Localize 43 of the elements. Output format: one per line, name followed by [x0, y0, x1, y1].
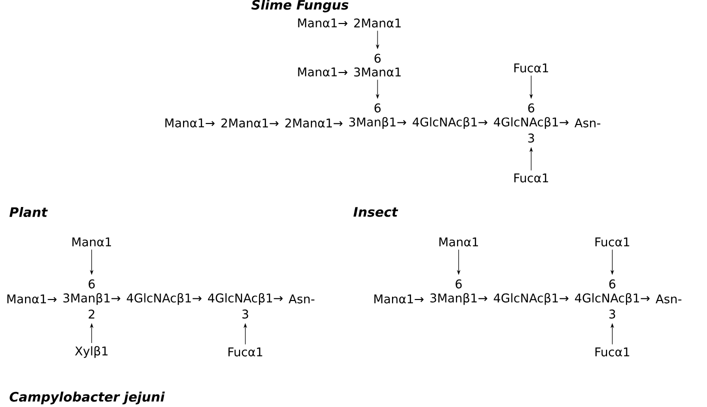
residue-label: Manα1→	[298, 18, 348, 28]
linkage-number: 6	[526, 102, 536, 114]
residue-label: 2Manα1→	[221, 118, 278, 128]
linkage-number: 6	[86, 278, 96, 290]
residue-label: Fucα1	[514, 64, 548, 72]
residue-label: 3Manβ1→	[349, 117, 406, 129]
linkage-number: 2	[86, 308, 96, 320]
residue-label: 4GlcNAcβ1→	[494, 117, 568, 129]
residue-label: 4GlcNAcβ1→	[126, 293, 202, 305]
linkage-number: 6	[372, 102, 382, 114]
residue-label: 2Manα1	[354, 18, 401, 28]
linkage-number: 3	[526, 132, 536, 144]
residue-label: 3Manα1	[354, 67, 401, 77]
residue-label: Manα1→	[165, 118, 215, 128]
residue-label: 4GlcNAcβ1→	[208, 293, 283, 305]
section-heading: Slime Fungus	[251, 0, 348, 12]
residue-label: Manα1→	[7, 294, 57, 304]
linkage-number: 6	[372, 52, 382, 64]
residue-label: Manα1→	[298, 68, 348, 76]
residue-label: 4GlcNAcβ1→	[412, 117, 488, 129]
residue-label: Fucα1	[595, 348, 630, 356]
linkage-number: 6	[454, 278, 464, 290]
residue-label: Fucα1	[228, 348, 262, 356]
residue-label: 2Manα1→	[285, 118, 342, 128]
residue-label: Asn-	[574, 118, 600, 128]
residue-label: Asn-	[288, 294, 314, 304]
linkage-number: 6	[607, 278, 618, 290]
section-heading: Insect	[353, 207, 398, 217]
residue-label: Xylβ1	[75, 346, 108, 358]
linkage-number: 3	[607, 308, 618, 320]
residue-label: 3Manβ1→	[63, 293, 120, 305]
linkage-number: 3	[240, 308, 250, 320]
section-heading: Campylobacter jejuni	[10, 392, 165, 404]
section-heading: Plant	[9, 206, 48, 218]
residue-label: Manα1	[439, 238, 478, 246]
residue-label: Fucα1	[514, 174, 548, 182]
residue-label: 4GlcNAcβ1→	[574, 293, 650, 305]
residue-label: 4GlcNAcβ1→	[494, 293, 568, 305]
residue-label: Manα1	[72, 238, 111, 246]
residue-label: Manα1→	[374, 294, 424, 304]
residue-label: Fucα1	[595, 238, 630, 246]
residue-label: Asn-	[656, 294, 682, 304]
residue-label: 3Manβ1→	[430, 293, 488, 305]
